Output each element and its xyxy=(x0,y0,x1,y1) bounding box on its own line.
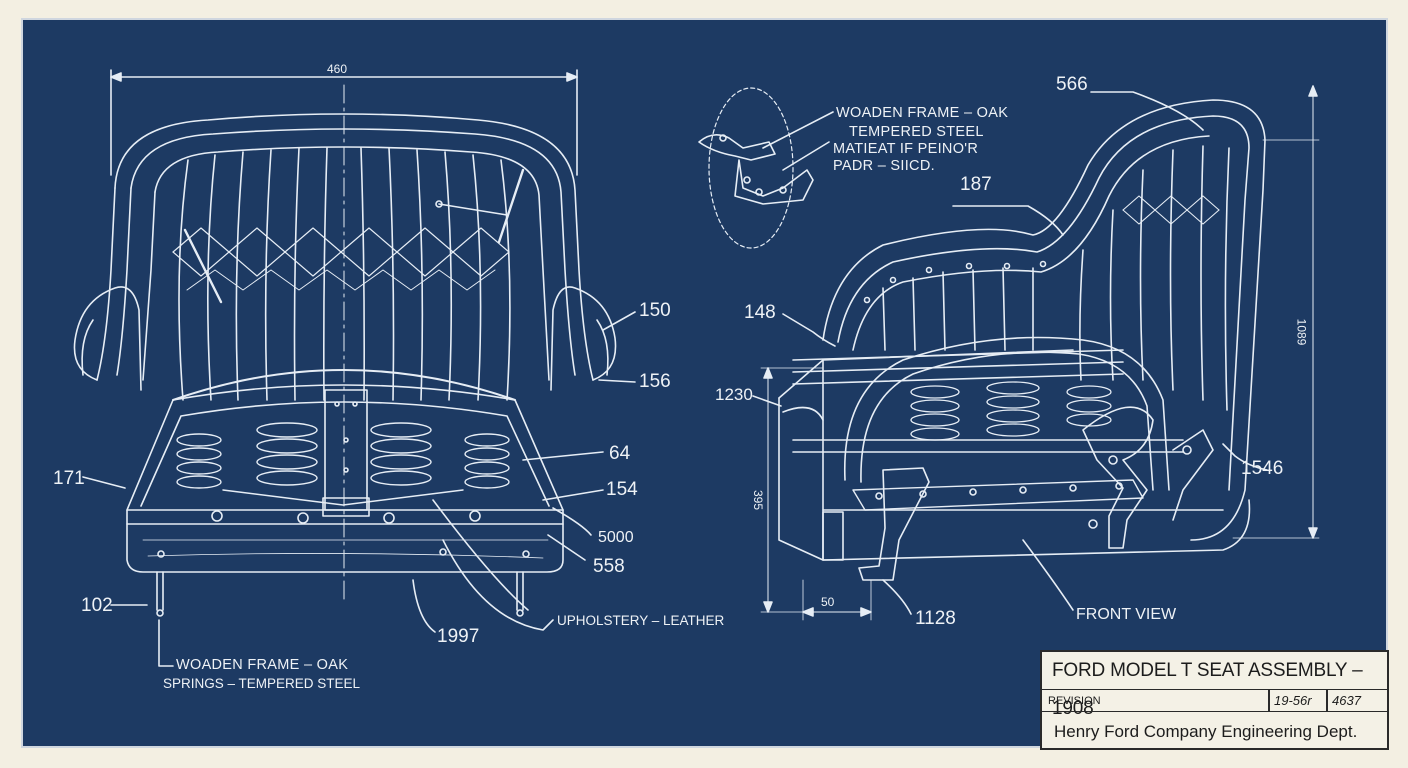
callout-148: 148 xyxy=(744,302,776,323)
callout-1128: 1128 xyxy=(915,608,956,629)
callout-566: 566 xyxy=(1056,74,1088,95)
callout-1546: 1546 xyxy=(1241,458,1284,479)
detail-note-material: MATIEAT IF PEINO'R xyxy=(833,141,979,157)
dimension-side-label: 395 xyxy=(751,489,766,511)
blueprint-sheet: 460 150 156 64 154 171 5000 558 102 1997… xyxy=(21,18,1388,748)
callout-1230: 1230 xyxy=(715,385,753,404)
callout-156: 156 xyxy=(639,371,671,392)
seat-springs xyxy=(176,422,510,489)
revision-label: REVISION xyxy=(1048,695,1101,707)
revision-divider xyxy=(1326,690,1328,712)
dimension-width-label: 460 xyxy=(327,62,348,76)
right-seat-view xyxy=(752,85,1320,621)
revision-divider xyxy=(1268,690,1270,712)
detail-note-frame: WOADEN FRAME – OAK xyxy=(836,105,1009,121)
note-springs: SPRINGS – TEMPERED STEEL xyxy=(163,676,361,691)
callout-154: 154 xyxy=(606,479,638,500)
callout-150: 150 xyxy=(639,300,671,321)
detail-note-steel: TEMPERED STEEL xyxy=(849,124,984,140)
callout-558: 558 xyxy=(593,556,625,577)
note-frame: WOADEN FRAME – OAK xyxy=(176,657,349,673)
callout-102: 102 xyxy=(81,595,113,616)
note-upholstery: UPHOLSTERY – LEATHER xyxy=(557,613,725,628)
detail-note-pad: PADR – SIICD. xyxy=(833,158,935,174)
front-view-label: FRONT VIEW xyxy=(1076,606,1177,623)
callout-187: 187 xyxy=(960,174,992,195)
bracket-detail-view xyxy=(698,87,834,249)
left-seat-view xyxy=(73,69,636,667)
side-springs xyxy=(910,381,1112,441)
revision-date: 19-56r xyxy=(1274,693,1312,708)
drawing-title: FORD MODEL T SEAT ASSEMBLY – 1908 xyxy=(1042,652,1387,719)
seat-drawing xyxy=(73,69,1320,667)
dimension-height-label: 1089 xyxy=(1294,318,1309,346)
dimension-bottom-label: 50 xyxy=(821,595,835,609)
callout-1997: 1997 xyxy=(437,626,480,647)
callout-64: 64 xyxy=(609,443,631,464)
company-name: Henry Ford Company Engineering Dept. xyxy=(1054,722,1358,741)
revision-number: 4637 xyxy=(1332,693,1361,708)
revision-row: REVISION 19-56r 4637 xyxy=(1042,690,1387,712)
callout-5000: 5000 xyxy=(598,529,634,546)
title-block: FORD MODEL T SEAT ASSEMBLY – 1908 REVISI… xyxy=(1040,650,1389,750)
callout-171: 171 xyxy=(53,468,85,489)
